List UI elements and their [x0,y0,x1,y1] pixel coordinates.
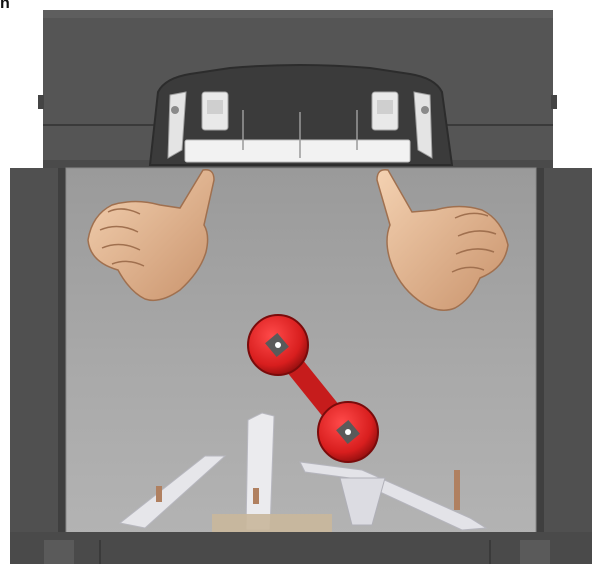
right-frame-column [536,168,592,540]
lower-base [10,532,592,564]
top-bracket-recess [150,65,452,165]
left-frame-column [10,168,66,540]
